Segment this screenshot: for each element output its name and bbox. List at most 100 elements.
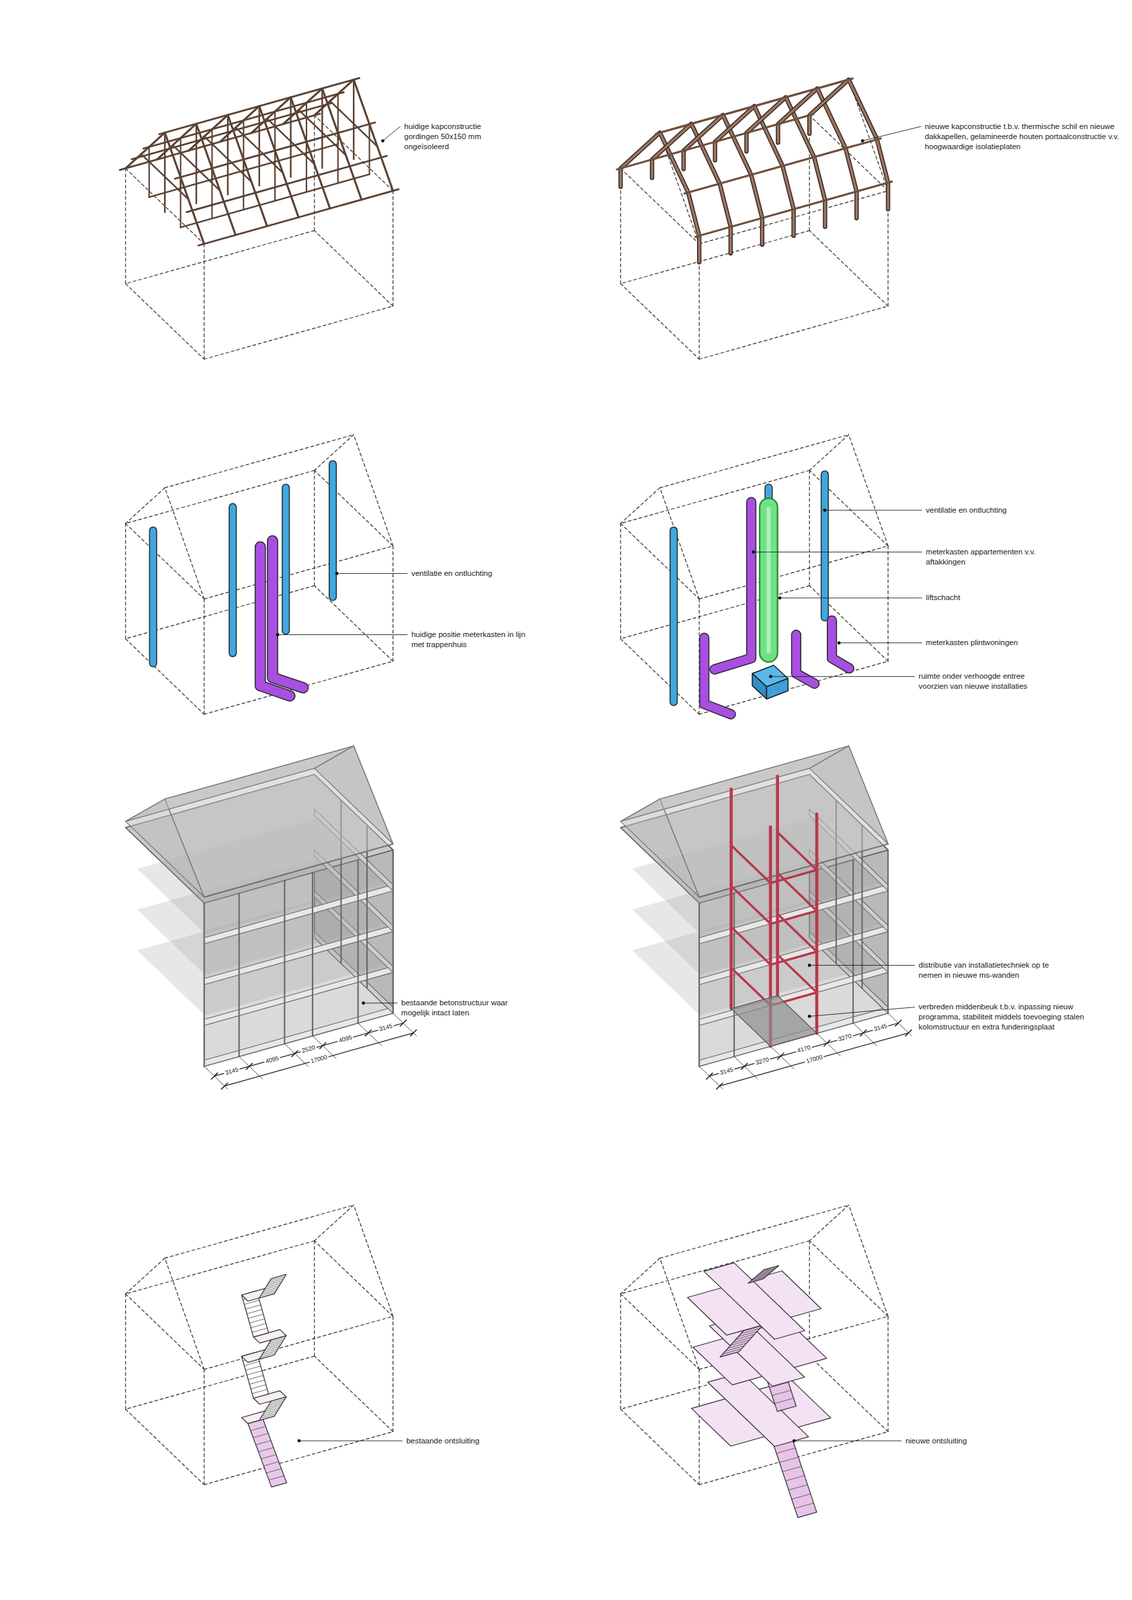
stair-step: [260, 1353, 276, 1358]
stair-step: [774, 1398, 794, 1405]
house-outline: [125, 1356, 315, 1410]
duct-outline: [260, 547, 290, 697]
stair-step: [249, 1380, 265, 1385]
house-outline: [204, 1316, 394, 1370]
dimension-label: 2520: [299, 1043, 318, 1056]
stair-step: [268, 1476, 284, 1481]
house-outline: [620, 1258, 660, 1295]
stair-step: [266, 1342, 282, 1347]
leader-dot: [792, 1439, 796, 1444]
duct-outline: [669, 531, 678, 703]
eave-beam: [617, 114, 814, 170]
duct: [714, 502, 752, 670]
stair-step: [260, 1414, 276, 1419]
duct: [329, 464, 336, 597]
duct: [670, 531, 677, 703]
steel-beam: [731, 845, 771, 884]
stair-step: [265, 1283, 281, 1288]
stair-landing: [707, 1373, 809, 1448]
dimension-tick: [399, 1020, 407, 1027]
portal-frame: [809, 79, 888, 210]
house-outline: [125, 488, 165, 524]
stair-step: [788, 1484, 808, 1491]
annotation-label: huidige positie meterkasten in lijn met …: [411, 629, 526, 651]
stair-step: [245, 1305, 261, 1310]
dimension-line: [224, 1033, 414, 1087]
post: [368, 124, 370, 175]
duct-outline: [272, 541, 304, 689]
eave-beam: [695, 181, 893, 237]
dimension-tick: [706, 1073, 713, 1080]
house-outline: [314, 230, 394, 306]
stair-step: [725, 1346, 745, 1352]
post: [242, 120, 245, 171]
stair-step: [749, 1277, 765, 1282]
house-outline: [849, 1205, 888, 1317]
lift-shaft: [760, 507, 777, 654]
dimension-label: 4170: [795, 1043, 813, 1056]
duct-outline: [149, 531, 158, 664]
stair-step: [794, 1503, 814, 1510]
house-outline: [204, 1431, 394, 1485]
dimension-line: [709, 1023, 899, 1077]
stair-step: [252, 1328, 267, 1333]
house-outline: [392, 190, 394, 307]
stair-step: [264, 1285, 279, 1290]
stair-step: [248, 1376, 263, 1381]
stair-flight: [259, 1274, 287, 1299]
stair-step: [260, 1291, 276, 1297]
duct: [832, 620, 850, 669]
house-outline: [620, 470, 810, 524]
dimension-label: 17000: [803, 1053, 825, 1066]
stair-step: [260, 1455, 276, 1460]
dimension-label: 3145: [377, 1022, 395, 1034]
duct: [283, 488, 290, 632]
house-outline: [164, 1205, 354, 1259]
dimension-label: 3145: [223, 1066, 241, 1078]
stair-step: [722, 1349, 742, 1355]
leader-dot: [361, 1001, 366, 1005]
annotation-label: meterkasten appartementen v.v. aftakking…: [925, 547, 1036, 568]
dimension-tick: [777, 1053, 784, 1060]
column-line: [203, 903, 206, 1067]
ridge-beam: [656, 78, 853, 134]
leader-line: [753, 551, 923, 553]
stair-step: [268, 1401, 283, 1406]
house-outline: [314, 1240, 394, 1317]
dimension-label: 4095: [263, 1054, 281, 1067]
house-outline: [849, 434, 888, 547]
post: [180, 138, 182, 189]
leader-line: [862, 126, 921, 141]
rafter: [188, 114, 267, 227]
king-post: [321, 88, 323, 169]
rafter: [219, 106, 299, 218]
stair-step: [249, 1319, 265, 1324]
dimension-tick: [365, 1030, 372, 1037]
stair-step: [269, 1277, 285, 1282]
dimension-tick: [905, 1030, 912, 1037]
house-outline: [887, 1316, 888, 1433]
leader-dot: [837, 641, 841, 645]
house-outline: [620, 1294, 622, 1410]
king-post: [352, 79, 355, 159]
roof-slope: [125, 746, 354, 822]
house-outline: [392, 545, 394, 662]
extension-line: [887, 1013, 912, 1037]
column-line: [283, 880, 286, 1044]
stair-step: [268, 1340, 283, 1345]
dimension-label: 4095: [336, 1033, 355, 1046]
stair-step: [785, 1476, 805, 1482]
leader-dot: [381, 139, 385, 143]
stair-step: [262, 1289, 277, 1295]
stair-step: [252, 1390, 267, 1395]
steel-column: [815, 814, 819, 1034]
dimension-label: 3145: [717, 1066, 736, 1078]
post: [337, 94, 339, 145]
extension-line: [770, 1046, 794, 1070]
stair-step: [266, 1403, 282, 1408]
stair-step: [264, 1347, 279, 1352]
annotation-label: liftschacht: [925, 592, 960, 603]
stair-step: [266, 1469, 281, 1474]
foundation-slab: [731, 995, 817, 1047]
